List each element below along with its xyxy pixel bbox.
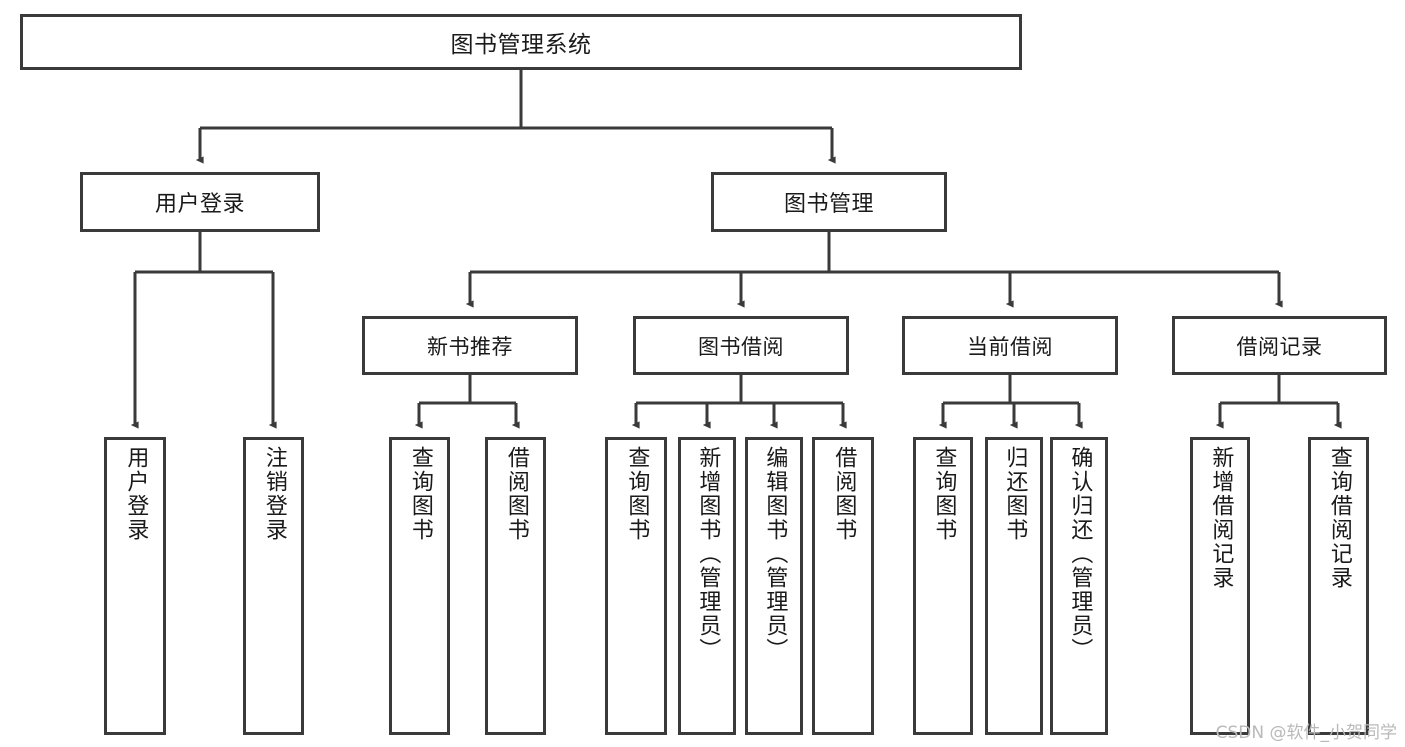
leaf-borrow-book-2-label: 借阅图书 [831,446,857,542]
leaf-query-book-3[interactable]: 查询图书 [913,437,973,735]
node-borrow-record[interactable]: 借阅记录 [1172,316,1387,375]
node-new-book-recommend[interactable]: 新书推荐 [362,316,578,375]
leaf-query-book-2[interactable]: 查询图书 [605,437,667,735]
leaf-add-record-label: 新增借阅记录 [1208,446,1234,590]
node-current-borrow-label: 当前借阅 [967,334,1053,359]
leaf-user-login-label: 用户登录 [123,446,149,542]
leaf-query-book-3-label: 查询图书 [931,446,957,542]
leaf-return-book-label: 归还图书 [1002,446,1028,542]
leaf-query-record[interactable]: 查询借阅记录 [1308,437,1369,735]
leaf-query-book-2-label: 查询图书 [624,446,650,542]
leaf-query-book-1[interactable]: 查询图书 [389,437,450,735]
leaf-add-book-label: 新增图书（管理员） [695,446,721,662]
leaf-edit-book-label: 编辑图书（管理员） [762,446,788,662]
leaf-query-book-1-label: 查询图书 [407,446,433,542]
leaf-add-record[interactable]: 新增借阅记录 [1190,437,1250,735]
node-user-login-label: 用户登录 [154,192,245,217]
watermark: CSDN @软件_小贺同学 [1215,723,1397,743]
node-book-borrow-label: 图书借阅 [698,334,784,359]
node-current-borrow[interactable]: 当前借阅 [902,316,1118,375]
leaf-add-book[interactable]: 新增图书（管理员） [678,437,736,735]
node-new-book-recommend-label: 新书推荐 [427,334,513,359]
leaf-confirm-return[interactable]: 确认归还（管理员） [1050,437,1108,735]
node-root[interactable]: 图书管理系统 [20,14,1022,70]
node-borrow-record-label: 借阅记录 [1236,334,1323,359]
leaf-borrow-book-1-label: 借阅图书 [503,446,529,542]
node-root-label: 图书管理系统 [450,32,592,58]
node-book-manage-label: 图书管理 [783,192,874,217]
leaf-user-logout[interactable]: 注销登录 [243,437,304,735]
leaf-return-book[interactable]: 归还图书 [985,437,1043,735]
node-book-manage[interactable]: 图书管理 [711,172,947,232]
leaf-user-logout-label: 注销登录 [261,446,287,542]
leaf-user-login[interactable]: 用户登录 [104,437,166,735]
leaf-edit-book[interactable]: 编辑图书（管理员） [745,437,803,735]
node-user-login[interactable]: 用户登录 [80,172,320,232]
node-book-borrow[interactable]: 图书借阅 [633,316,849,375]
leaf-query-record-label: 查询借阅记录 [1326,446,1352,590]
leaf-borrow-book-2[interactable]: 借阅图书 [812,437,874,735]
leaf-borrow-book-1[interactable]: 借阅图书 [485,437,546,735]
leaf-confirm-return-label: 确认归还（管理员） [1067,446,1093,662]
